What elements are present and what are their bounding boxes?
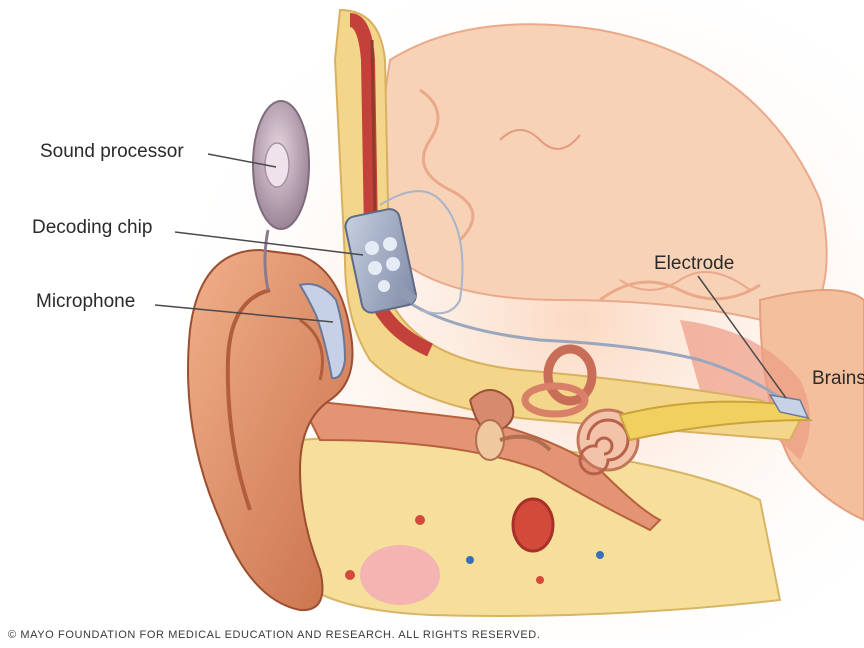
label-electrode: Electrode bbox=[654, 253, 735, 274]
copyright-notice: © MAYO FOUNDATION FOR MEDICAL EDUCATION … bbox=[8, 629, 541, 641]
label-sound-processor: Sound processor bbox=[40, 141, 184, 162]
implant-wire bbox=[379, 190, 791, 407]
leader-microphone bbox=[154, 304, 334, 323]
microphone bbox=[298, 283, 347, 380]
leader-lines bbox=[154, 153, 787, 399]
leader-decoding-chip bbox=[174, 231, 364, 256]
leader-sound-processor bbox=[207, 153, 277, 168]
label-microphone: Microphone bbox=[36, 291, 136, 312]
outer-ear bbox=[187, 248, 354, 612]
label-decoding-chip: Decoding chip bbox=[32, 217, 153, 238]
semicircular-canals bbox=[521, 344, 597, 418]
leader-electrode bbox=[697, 275, 787, 399]
decoding-chip bbox=[344, 208, 418, 314]
label-brainstem: Brainstem bbox=[812, 368, 864, 389]
auditory-nerve bbox=[618, 400, 813, 442]
ossicles bbox=[469, 389, 552, 461]
electrode bbox=[768, 393, 810, 420]
sound-processor bbox=[252, 100, 310, 291]
